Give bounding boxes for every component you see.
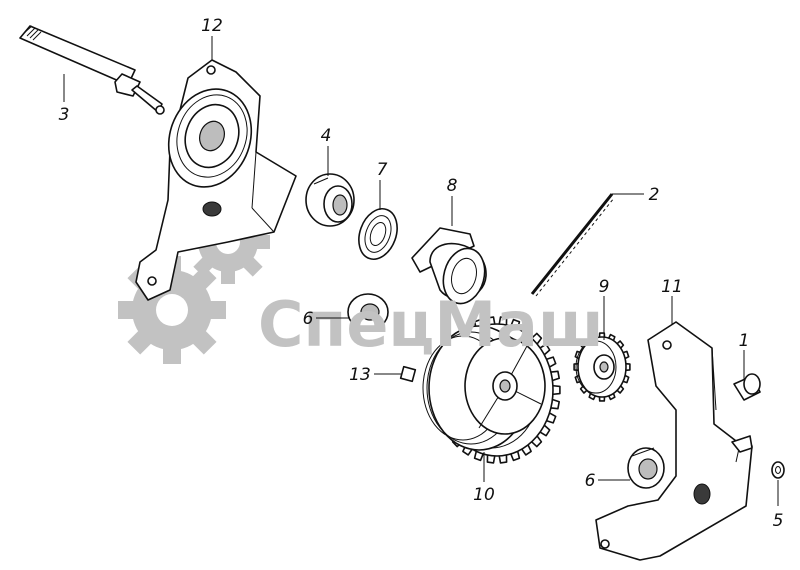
- callout-1: 1: [739, 331, 750, 351]
- callout-11: 11: [661, 277, 683, 297]
- part-5-washer: [771, 461, 785, 479]
- part-11-bracket: [595, 321, 753, 561]
- part-3-shaft: [19, 25, 165, 115]
- callout-6-lower: 6: [585, 471, 596, 491]
- callout-7: 7: [377, 160, 388, 180]
- part-10-gear-pulley: [422, 316, 561, 464]
- callout-8: 8: [447, 176, 458, 196]
- callout-6-upper: 6: [303, 309, 314, 329]
- part-12-bracket: [135, 59, 297, 301]
- part-6-washer-upper: [347, 293, 389, 331]
- callout-2: 2: [649, 185, 660, 205]
- part-9-small-gear: [573, 332, 631, 402]
- callout-3: 3: [59, 105, 70, 125]
- watermark-text: СпецМаш: [258, 288, 604, 361]
- callout-5: 5: [773, 511, 784, 531]
- callout-9: 9: [599, 277, 610, 297]
- part-7-spring: [358, 208, 398, 260]
- part-1-bolt: [733, 373, 761, 401]
- part-8-sleeve: [411, 227, 487, 305]
- leader-lines: [63, 36, 779, 506]
- part-4-bushing: [305, 173, 355, 227]
- part-13-key: [399, 365, 417, 383]
- callout-13: 13: [349, 365, 371, 385]
- callout-10: 10: [473, 485, 495, 505]
- callout-12: 12: [201, 16, 223, 36]
- callout-4: 4: [321, 126, 332, 146]
- part-2-rod: [530, 193, 615, 297]
- part-6-washer-lower: [627, 447, 665, 489]
